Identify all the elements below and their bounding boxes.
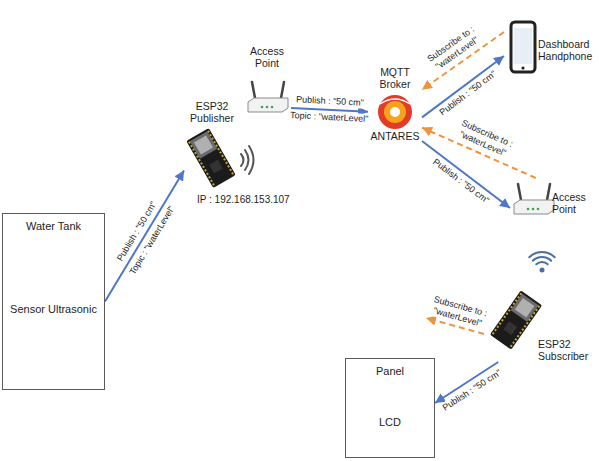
esp32-board [503, 321, 517, 335]
router-icon [537, 208, 540, 211]
wifi-waves [249, 146, 254, 174]
phone-device: Dashboard Handphone [504, 20, 596, 80]
wifi-waves [245, 150, 249, 170]
esp32-board [515, 298, 534, 317]
edge-label: Publish : "50 cm" [439, 366, 504, 413]
wifi-signal [529, 252, 554, 257]
router-icon [252, 82, 255, 98]
router-icon [527, 208, 530, 211]
esp32-board [189, 142, 214, 185]
node-subtitle: Sensor Ultrasonic [6, 303, 101, 316]
node-title: ESP32 Publisher [184, 100, 240, 124]
subscriber-device: ESP32 Subscriber [492, 290, 596, 362]
node-title: Panel [350, 365, 430, 378]
wifi-signal [529, 252, 554, 272]
node-subtitle: ANTARES [368, 130, 422, 142]
router-icon [271, 106, 274, 109]
router-icon [514, 184, 554, 214]
publish-arrow [105, 170, 184, 301]
node-title: Access Point [243, 45, 291, 69]
wifi-signal [533, 257, 551, 261]
phone-icon [511, 22, 535, 72]
edge-label: Publish : "50 cm" [295, 95, 365, 109]
esp32-board [208, 131, 233, 174]
wifi-signal [536, 262, 547, 264]
esp32-board [190, 131, 217, 158]
router-icon [266, 106, 269, 109]
wifi-signal [540, 268, 545, 273]
router-icon [261, 106, 264, 109]
tank-box: Water TankSensor Ultrasonic [2, 213, 105, 390]
router-icon [518, 184, 521, 200]
phone-icon [514, 28, 532, 64]
broker-logo [390, 107, 400, 117]
broker-logo [378, 95, 412, 129]
broker-node: MQTT BrokerANTARES [368, 66, 422, 145]
esp32-board [511, 306, 540, 347]
node-title: ESP32 Subscriber [538, 338, 594, 362]
wifi-waves [241, 146, 254, 174]
node-subtitle: LCD [350, 416, 430, 429]
esp32-board [511, 294, 539, 322]
node-title: Water Tank [6, 220, 101, 233]
access-point-device: Access Point [243, 45, 291, 119]
edge-label: Publish : "50 cm" [429, 156, 491, 207]
esp32-board [194, 135, 213, 154]
node-title: Dashboard Handphone [538, 38, 594, 62]
access-point-device: Access Point [510, 178, 596, 228]
router-icon [514, 200, 554, 214]
esp32-board [490, 290, 542, 349]
router-icon [547, 184, 550, 200]
publisher-device: ESP32 Publisher [184, 100, 240, 188]
router-icon [281, 82, 284, 98]
esp32-board [209, 160, 223, 174]
node-title: Access Point [552, 191, 596, 215]
edge-label: Publish : "50 cm" [437, 69, 499, 120]
topic-label: Subscribe to : "waterLevel" [424, 292, 493, 330]
address-label: IP : 192.168.153.107 [196, 194, 291, 206]
phone-icon [521, 66, 524, 69]
topic-label: Topic : "waterLevel" [289, 110, 370, 125]
node-title: MQTT Broker [368, 66, 422, 90]
phone-icon [511, 22, 535, 72]
esp32-board [490, 290, 542, 349]
wifi-waves [241, 154, 244, 166]
esp32-board [493, 293, 522, 334]
esp32-board [186, 128, 236, 188]
router-icon [532, 208, 535, 211]
broker-logo [378, 95, 412, 129]
router-icon [248, 98, 288, 112]
router-icon [248, 82, 288, 112]
broker-logo [384, 101, 406, 123]
broker-logo [380, 99, 410, 104]
panel-box: PanelLCD [345, 358, 435, 458]
esp32-board [186, 128, 236, 188]
